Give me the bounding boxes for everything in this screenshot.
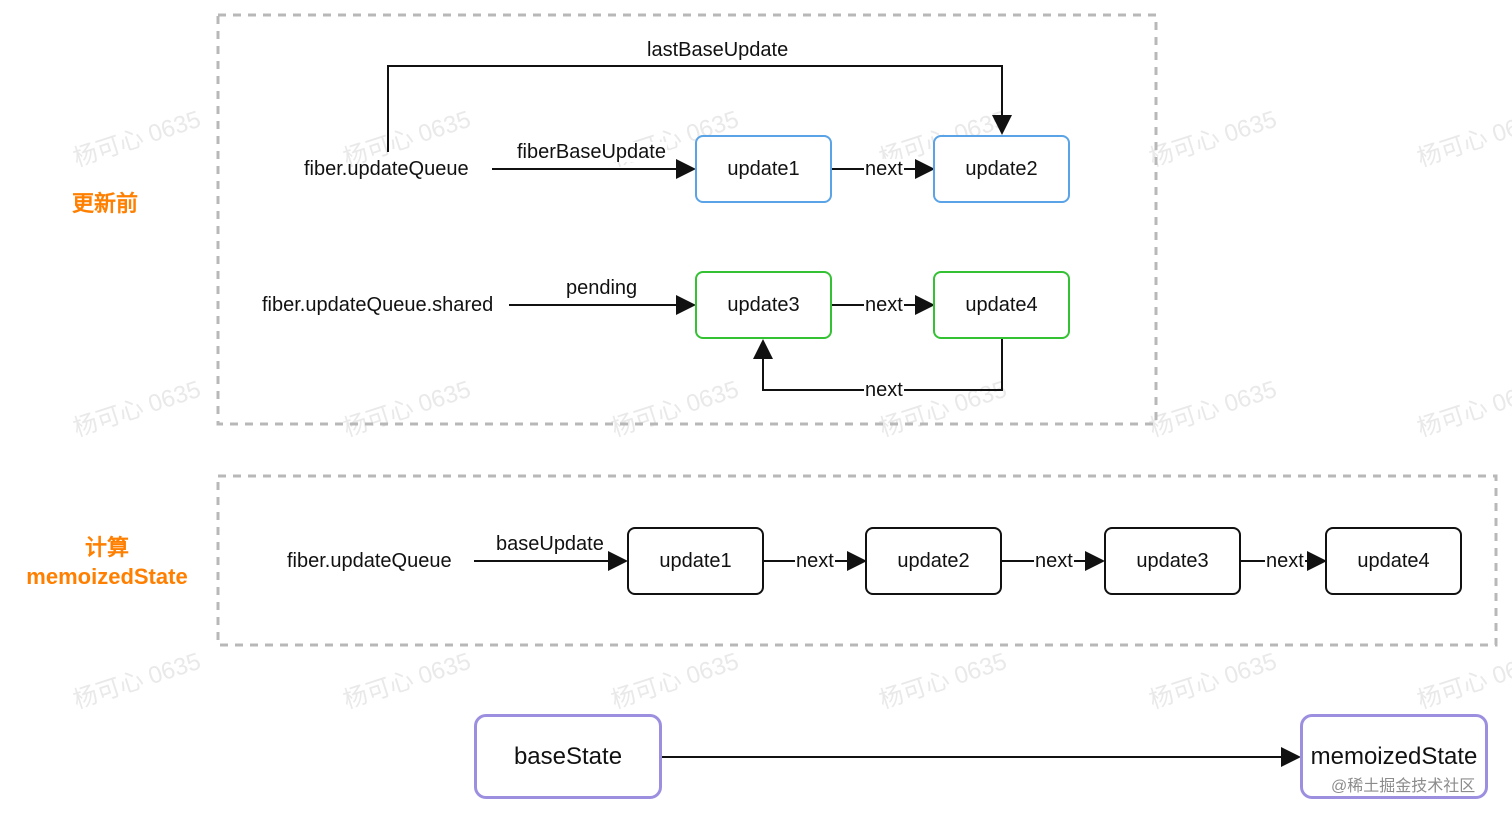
compute-update3-node: update3 — [1104, 527, 1241, 595]
compute-update4-node: update4 — [1325, 527, 1462, 595]
compute-update2-node: update2 — [865, 527, 1002, 595]
before-section-title: 更新前 — [72, 191, 139, 216]
next-label: next — [795, 550, 835, 572]
compute-fiber-update-queue-label: fiber.updateQueue — [287, 550, 452, 572]
before-section-border — [216, 13, 1158, 426]
compute-section-title-line1: 计算 — [84, 535, 129, 560]
fiber-update-queue-label: fiber.updateQueue — [304, 158, 469, 180]
compute-section-border — [216, 474, 1498, 647]
base-update-label: baseUpdate — [495, 533, 605, 555]
fiber-update-queue-shared-label: fiber.updateQueue.shared — [262, 294, 494, 316]
compute-section-title: 计算 memoizedState — [20, 534, 194, 591]
next-label: next — [864, 294, 904, 316]
memoized-state-node: memoizedState — [1300, 714, 1488, 799]
site-credit: @稀土掘金技术社区 — [1331, 778, 1476, 795]
update4-node: update4 — [933, 271, 1070, 339]
next-label: next — [864, 379, 904, 401]
update2-node: update2 — [933, 135, 1070, 203]
pending-label: pending — [565, 277, 639, 299]
last-base-update-label: lastBaseUpdate — [646, 39, 790, 61]
base-state-node: baseState — [474, 714, 662, 799]
next-label: next — [1034, 550, 1074, 572]
update1-node: update1 — [695, 135, 832, 203]
update3-node: update3 — [695, 271, 832, 339]
fiber-base-update-label: fiberBaseUpdate — [516, 141, 667, 163]
next-label: next — [864, 158, 904, 180]
compute-section-title-line2: memoizedState — [26, 563, 188, 589]
last-base-update-connector — [387, 65, 1012, 152]
next-label: next — [1265, 550, 1305, 572]
compute-update1-node: update1 — [627, 527, 764, 595]
